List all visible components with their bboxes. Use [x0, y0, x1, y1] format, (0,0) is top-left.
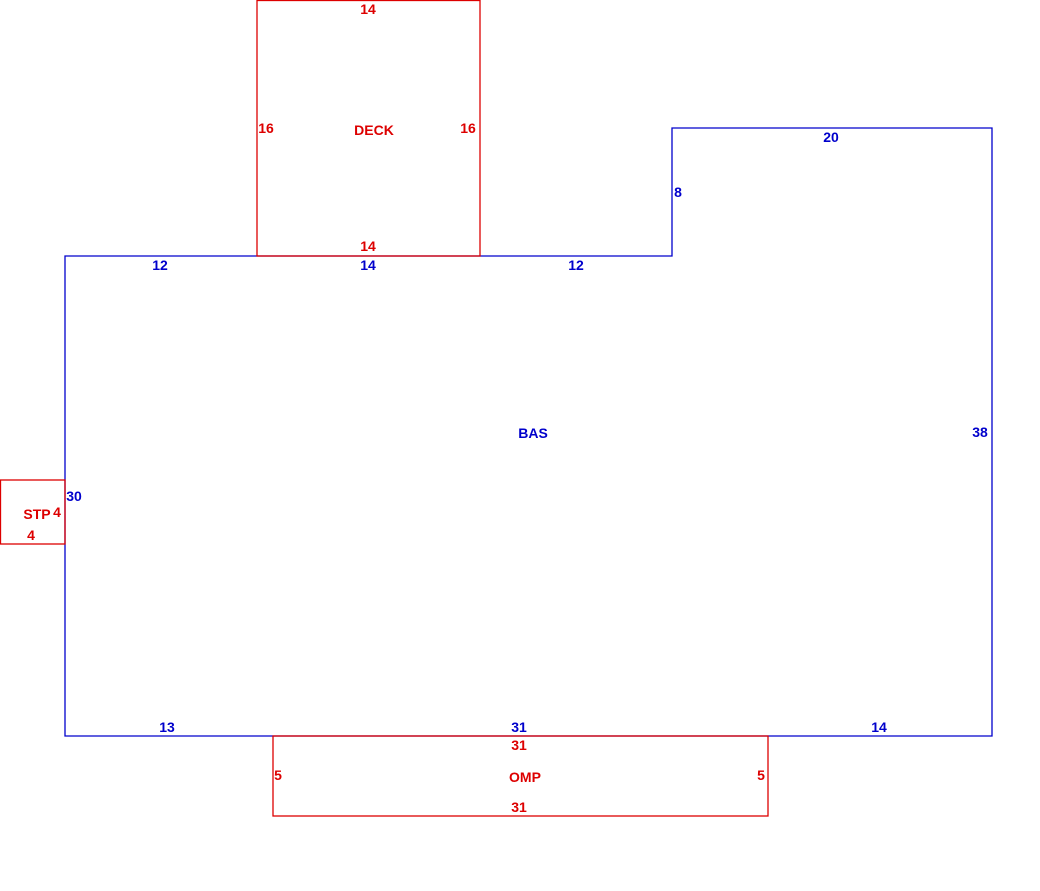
bas-dim-step-up: 8 — [674, 184, 682, 200]
deck-dim-bottom: 14 — [360, 238, 376, 254]
omp-dim-left: 5 — [274, 767, 282, 783]
bas-dim-bottom-right: 14 — [871, 719, 887, 735]
deck-dim-left: 16 — [258, 120, 274, 136]
omp-dim-right: 5 — [757, 767, 765, 783]
stp-dim-bottom: 4 — [27, 527, 35, 543]
bas-dim-left: 30 — [66, 488, 82, 504]
bas-dim-right: 38 — [972, 424, 988, 440]
omp-dim-top: 31 — [511, 737, 527, 753]
omp-dim-bottom: 31 — [511, 799, 527, 815]
bas-dim-top-far-right: 20 — [823, 129, 839, 145]
deck-dim-top: 14 — [360, 1, 376, 17]
bas-dim-top-left: 12 — [152, 257, 168, 273]
bas-dim-bottom-left: 13 — [159, 719, 175, 735]
stp-area-label: STP — [23, 506, 50, 522]
stp-dim-right: 4 — [53, 504, 61, 520]
bas-outline — [64, 127, 993, 737]
stp-outline — [0, 479, 66, 545]
deck-dim-right: 16 — [460, 120, 476, 136]
bas-dim-top-mid: 14 — [360, 257, 376, 273]
deck-area-label: DECK — [354, 122, 394, 138]
bas-area-label: BAS — [518, 425, 548, 441]
bas-dim-top-right: 12 — [568, 257, 584, 273]
bas-dim-bottom-mid: 31 — [511, 719, 527, 735]
omp-outline — [272, 735, 769, 817]
omp-area-label: OMP — [509, 769, 541, 785]
deck-outline — [256, 0, 481, 257]
